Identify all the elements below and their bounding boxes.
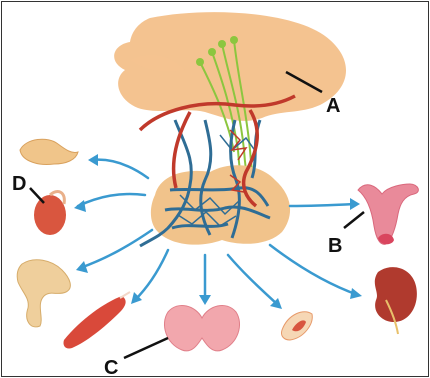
arrow-to-adrenal	[92, 160, 148, 178]
arrow-to-gonad	[78, 194, 145, 206]
bone	[17, 260, 70, 327]
arrow-to-uterus	[290, 204, 355, 206]
adrenal-gland	[20, 139, 78, 164]
label-a: A	[326, 95, 340, 117]
gonad	[34, 195, 66, 235]
label-d: D	[12, 173, 26, 195]
label-b: B	[328, 235, 342, 257]
arrow-to-skin	[228, 255, 278, 305]
kidney	[375, 267, 417, 322]
thyroid	[164, 305, 239, 350]
arrow-to-kidney	[270, 245, 358, 295]
arrow-to-muscle	[135, 250, 168, 300]
arrow-to-bone	[80, 230, 152, 268]
muscle-tendon	[120, 292, 130, 298]
pituitary-gland	[151, 165, 290, 244]
label-c: C	[104, 357, 118, 378]
muscle	[63, 296, 125, 349]
